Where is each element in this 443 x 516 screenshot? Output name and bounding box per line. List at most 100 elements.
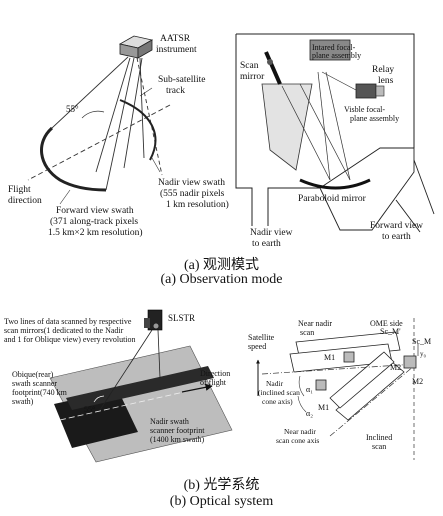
nadir-beam-line xyxy=(157,329,161,379)
note-line-1: Two lines of data scanned by respective xyxy=(4,317,132,326)
relay-lens-icon xyxy=(375,85,385,97)
oblique-label-2: swath scanner xyxy=(12,379,57,388)
oblique-label-1: Obique(rear) xyxy=(12,370,54,379)
caption-a-en: (a) Observation mode xyxy=(160,272,283,287)
inclined-scan-label-2: scan xyxy=(372,442,386,451)
sub-satellite-track-line xyxy=(136,57,163,176)
nadir-swath-label-1: Nadir view swath xyxy=(158,178,225,188)
leader-line xyxy=(59,189,71,205)
forward-swath-label-1: Forward view swath xyxy=(56,206,134,216)
paraboloid-label: Paraboloid mirror xyxy=(298,194,367,204)
scan-mirror-region xyxy=(261,83,313,171)
forward-beam-edge xyxy=(413,159,435,215)
satellite-speed-label-2: speed xyxy=(248,342,266,351)
nadir-axis-line xyxy=(261,363,417,375)
slstr-satellite-icon xyxy=(144,309,163,331)
nadir-swath-label-1: Nadir swath xyxy=(150,417,189,426)
aatsr-optics-diagram: Scan mirror Intared focal- plane assembl… xyxy=(235,33,435,249)
sub-satellite-label-1: Sub-satellite xyxy=(158,75,206,85)
near-nadir-scan-label-1: Near nadir xyxy=(298,319,332,328)
inclined-scan-label-1: Inclined xyxy=(366,433,392,442)
direction-label-1: Direction xyxy=(200,369,230,378)
nadir-cone-line xyxy=(123,57,143,169)
forward-swath-label-2: (371 along-track pixels xyxy=(50,216,138,227)
near-nadir-axis-line xyxy=(329,365,415,437)
m1-top-mirror-icon xyxy=(343,351,355,363)
infrared-label-1: Intared focal- xyxy=(312,43,356,52)
nadir-swath-label-2: (555 nadir pixels xyxy=(160,188,225,199)
nadir-swath-band xyxy=(66,366,214,410)
nadir-swath-label-2: scanner footprint xyxy=(150,426,205,435)
ray-line xyxy=(317,71,331,181)
nadir-view-label-1: Nadir view xyxy=(250,228,293,238)
aatsr-geometry-diagram: AATSR instrument Sub-satellite track 55°… xyxy=(8,34,229,238)
scan-mirror-label-1: Scan xyxy=(240,61,259,71)
scan-mirror-label-2: mirror xyxy=(240,72,265,82)
nadir-swath-arc xyxy=(119,99,157,161)
alpha-arc xyxy=(298,375,305,397)
m1-top-label: M1 xyxy=(324,353,335,362)
visible-label-1: Visble focal- xyxy=(344,105,385,114)
relay-lens-label-1: Relay xyxy=(372,65,394,75)
sc-m-prime-label: Sc_M' xyxy=(380,327,401,336)
relay-lens-label-2: lens xyxy=(378,76,394,86)
oblique-beam-line xyxy=(99,329,153,411)
ome-side-label: OME side xyxy=(370,319,403,328)
infrared-assembly-icon xyxy=(309,39,351,61)
scan-mirror-motor xyxy=(267,59,273,65)
forward-beam-edge xyxy=(395,199,421,233)
caption-b-en: (b) Optical system xyxy=(169,494,274,509)
oblique-label-4: swath) xyxy=(12,397,34,406)
nadir-view-label-2: to earth xyxy=(252,239,281,249)
note-line-3: and 1 for Oblique view) every revolution xyxy=(4,335,136,344)
forward-view-label-2: to earth xyxy=(382,232,411,242)
direction-label-2: of flight xyxy=(200,378,227,387)
nadir-axis-label-3: cone axis) xyxy=(262,397,293,406)
forward-beam-band xyxy=(319,147,415,231)
alpha2-label: α₂ xyxy=(306,409,313,418)
visible-assembly-icon xyxy=(355,83,377,99)
angle-arc xyxy=(81,110,105,119)
forward-cone-line xyxy=(105,57,135,191)
angle-label: 55° xyxy=(66,104,79,114)
oblique-label-3: footprint(740 km xyxy=(12,388,68,397)
forward-cone-line xyxy=(95,57,131,173)
m2-right-label: M2 xyxy=(412,377,423,386)
slstr-label: SLSTR xyxy=(168,313,195,323)
nadir-swath-label-3: (1400 km swath) xyxy=(150,435,205,444)
flight-direction-arrow xyxy=(181,383,213,393)
leader-line xyxy=(139,87,153,97)
leader-line xyxy=(151,157,161,173)
near-nadir-axis-label-2: scan cone axis xyxy=(276,436,319,445)
paraboloid-mirror-icon xyxy=(299,178,371,190)
alpha1-label: α₁ xyxy=(306,385,313,394)
flight-direction-label-2: direction xyxy=(8,196,42,206)
ray-line xyxy=(281,85,331,181)
instrument-label-1: AATSR xyxy=(160,34,191,44)
m2-top-label: M2 xyxy=(390,363,401,372)
nadir-axis-label-1: Nadir xyxy=(266,379,284,388)
caption-a-cn: (a) 观测模式 xyxy=(183,258,260,273)
caption-b-cn: (b) 光学系统 xyxy=(183,478,260,493)
ray-line xyxy=(325,71,351,181)
visible-label-2: plane assembly xyxy=(350,114,399,123)
ray-line xyxy=(321,71,357,91)
infrared-label-2: plane assembly xyxy=(312,51,361,60)
slstr-optics-diagram: OME side Satellite speed Near nadir scan… xyxy=(248,318,431,460)
near-nadir-axis-label-1: Near nadir xyxy=(284,427,316,436)
m1-bottom-label: M1 xyxy=(318,403,329,412)
m1-mirror-icon xyxy=(315,379,327,391)
instrument-label-2: instrument xyxy=(156,45,197,55)
m2-mirror-icon xyxy=(403,355,417,369)
note-line-2: scan mirrors(1 dedicated to the Nadir xyxy=(4,326,124,335)
near-nadir-scan-label-2: scan xyxy=(300,328,314,337)
forward-swath-label-3: 1.5 km×2 km resolution) xyxy=(48,227,143,238)
scan-mirror-icon xyxy=(264,51,282,85)
angle-label: 55° xyxy=(84,405,95,414)
nadir-axis-label-2: (inclined scan xyxy=(258,388,300,397)
track-line xyxy=(59,381,229,421)
sc-m-label: Sc_M xyxy=(412,337,431,346)
nadir-swath-label-3: 1 km resolution) xyxy=(166,199,229,210)
flight-direction-label-1: Flight xyxy=(8,185,31,195)
